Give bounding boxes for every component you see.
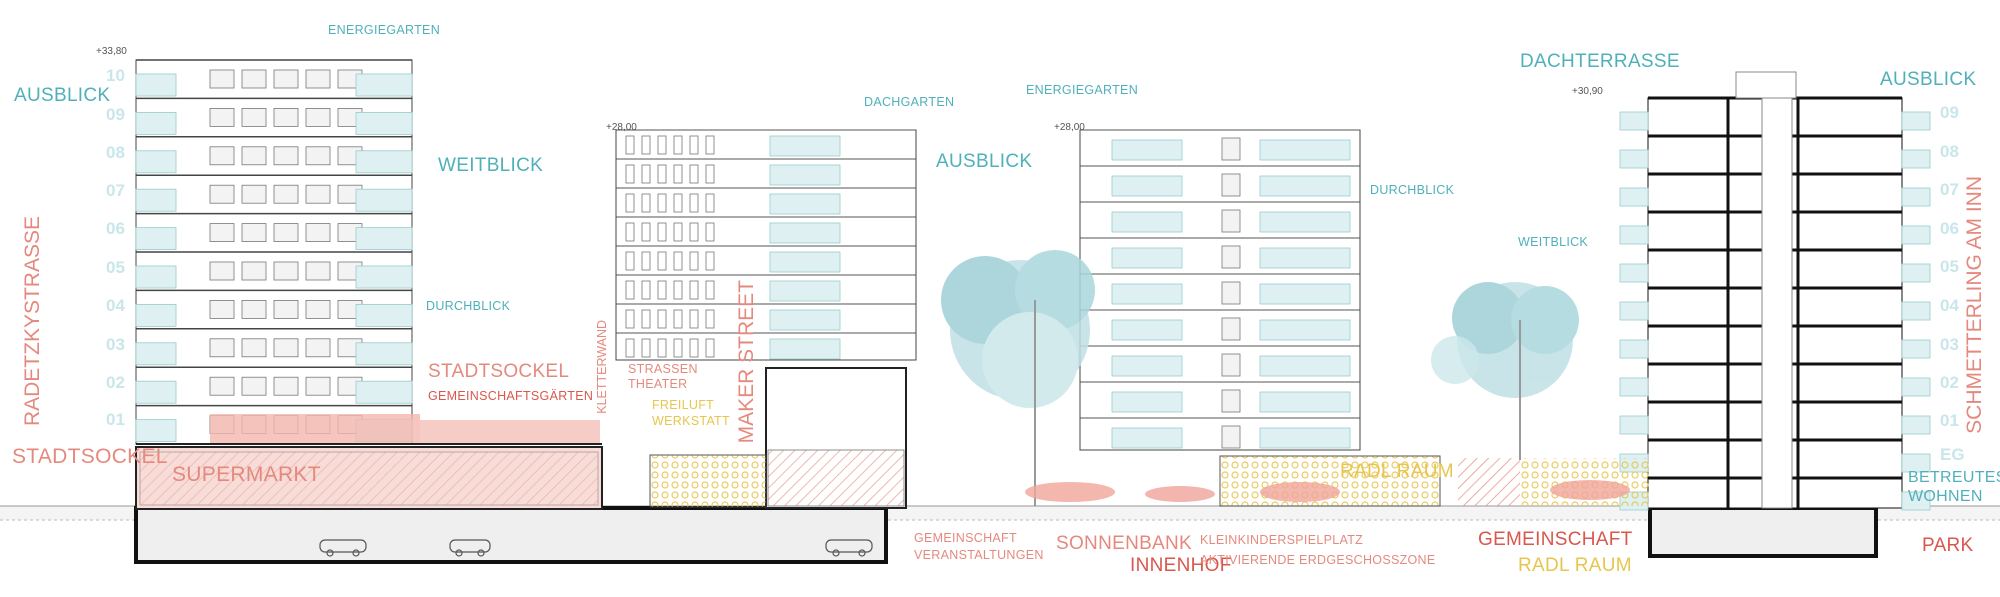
floor-left-07: 07 bbox=[106, 181, 125, 200]
floor-right-05: 05 bbox=[1940, 257, 1959, 276]
floor-left-10: 10 bbox=[106, 66, 125, 85]
label-dachterrasse: DACHTERRASSE bbox=[1520, 51, 1680, 72]
label-durchblick-2: DURCHBLICK bbox=[1370, 183, 1455, 197]
floor-right-03: 03 bbox=[1940, 335, 1959, 354]
floor-right-02: 02 bbox=[1940, 373, 1959, 392]
building-b-floors bbox=[616, 129, 916, 360]
floor-right-08: 08 bbox=[1940, 142, 1959, 161]
building-a bbox=[135, 59, 603, 510]
elevation-b: +28,00 bbox=[606, 122, 637, 133]
label-stadtsockel-2: STADTSOCKEL bbox=[428, 361, 570, 382]
label-gemeinschaft: GEMEINSCHAFT bbox=[1478, 529, 1633, 550]
label-ausblick-1: AUSBLICK bbox=[14, 85, 111, 106]
label-betreutes-wohnen: BETREUTES WOHNEN bbox=[1908, 469, 2000, 506]
label-weitblick-1: WEITBLICK bbox=[438, 155, 544, 176]
floor-right-09: 09 bbox=[1940, 103, 1959, 122]
label-radl-raum-2: RADL RAUM bbox=[1518, 555, 1632, 576]
basement-right bbox=[1648, 506, 1878, 558]
floor-left-01: 01 bbox=[106, 410, 125, 429]
tree-mini bbox=[1431, 336, 1479, 384]
floor-left-08: 08 bbox=[106, 143, 125, 162]
label-durchblick-1: DURCHBLICK bbox=[426, 299, 511, 313]
building-d bbox=[1619, 71, 1931, 511]
label-gemeinschaftsgaerten: GEMEINSCHAFTSGÄRTEN bbox=[428, 389, 594, 403]
underground-garage bbox=[134, 506, 888, 564]
floor-left-09: 09 bbox=[106, 105, 125, 124]
label-schmetterling: SCHMETTERLING AM INN bbox=[1963, 176, 1986, 434]
label-ausblick-2: AUSBLICK bbox=[936, 151, 1033, 172]
floor-right-04: 04 bbox=[1940, 296, 1959, 315]
label-maker-street: MAKER STREET bbox=[735, 280, 758, 444]
label-stadtsockel-1: STADTSOCKEL bbox=[12, 445, 168, 468]
floor-right-07: 07 bbox=[1940, 180, 1959, 199]
floor-right-06: 06 bbox=[1940, 219, 1959, 238]
tree-right bbox=[1452, 282, 1579, 460]
label-radetzkystrasse: RADETZKYSTRASSE bbox=[21, 216, 44, 427]
building-b bbox=[615, 129, 917, 509]
floor-right-eg: EG bbox=[1940, 445, 1965, 464]
elevation-d: +30,90 bbox=[1572, 86, 1603, 97]
building-c bbox=[1079, 129, 1441, 507]
label-supermarkt: SUPERMARKT bbox=[172, 463, 321, 486]
floor-left-03: 03 bbox=[106, 335, 125, 354]
label-weitblick-2: WEITBLICK bbox=[1518, 235, 1589, 249]
tree-left bbox=[941, 250, 1095, 506]
label-innenhof: INNENHOF bbox=[1130, 555, 1232, 576]
label-aktivierende: AKTIVIERENDE ERDGESCHOSSZONE bbox=[1200, 553, 1436, 567]
label-strassentheater: STRASSEN THEATER bbox=[628, 362, 698, 391]
building-a-floors bbox=[135, 59, 413, 443]
label-energiegarten-2: ENERGIEGARTEN bbox=[1026, 83, 1139, 97]
floor-right-01: 01 bbox=[1940, 411, 1959, 430]
floor-left-06: 06 bbox=[106, 219, 125, 238]
elevation-c: +28,00 bbox=[1054, 122, 1085, 133]
label-ausblick-3: AUSBLICK bbox=[1880, 69, 1977, 90]
label-kletterwand: KLETTERWAND bbox=[595, 320, 609, 414]
floor-left-04: 04 bbox=[106, 296, 125, 315]
label-park: PARK bbox=[1922, 535, 1974, 556]
label-gemeinschaft-veranstaltungen: GEMEINSCHAFT VERANSTALTUNGEN bbox=[914, 531, 1044, 562]
courtyard-shrubs bbox=[1025, 480, 1630, 502]
building-c-floors bbox=[1080, 129, 1360, 449]
label-dachgarten: DACHGARTEN bbox=[864, 95, 955, 109]
label-energiegarten-1: ENERGIEGARTEN bbox=[328, 23, 441, 37]
floor-left-05: 05 bbox=[106, 258, 125, 277]
elevation-a: +33,80 bbox=[96, 46, 127, 57]
label-radl-raum-1: RADL RAUM bbox=[1340, 461, 1454, 482]
floor-left-02: 02 bbox=[106, 373, 125, 392]
label-sonnenbank: SONNENBANK bbox=[1056, 533, 1193, 554]
label-kleinkinderspielplatz: KLEINKINDERSPIELPLATZ bbox=[1200, 533, 1364, 547]
label-freiluft-werkstatt: FREILUFT WERKSTATT bbox=[652, 398, 730, 428]
